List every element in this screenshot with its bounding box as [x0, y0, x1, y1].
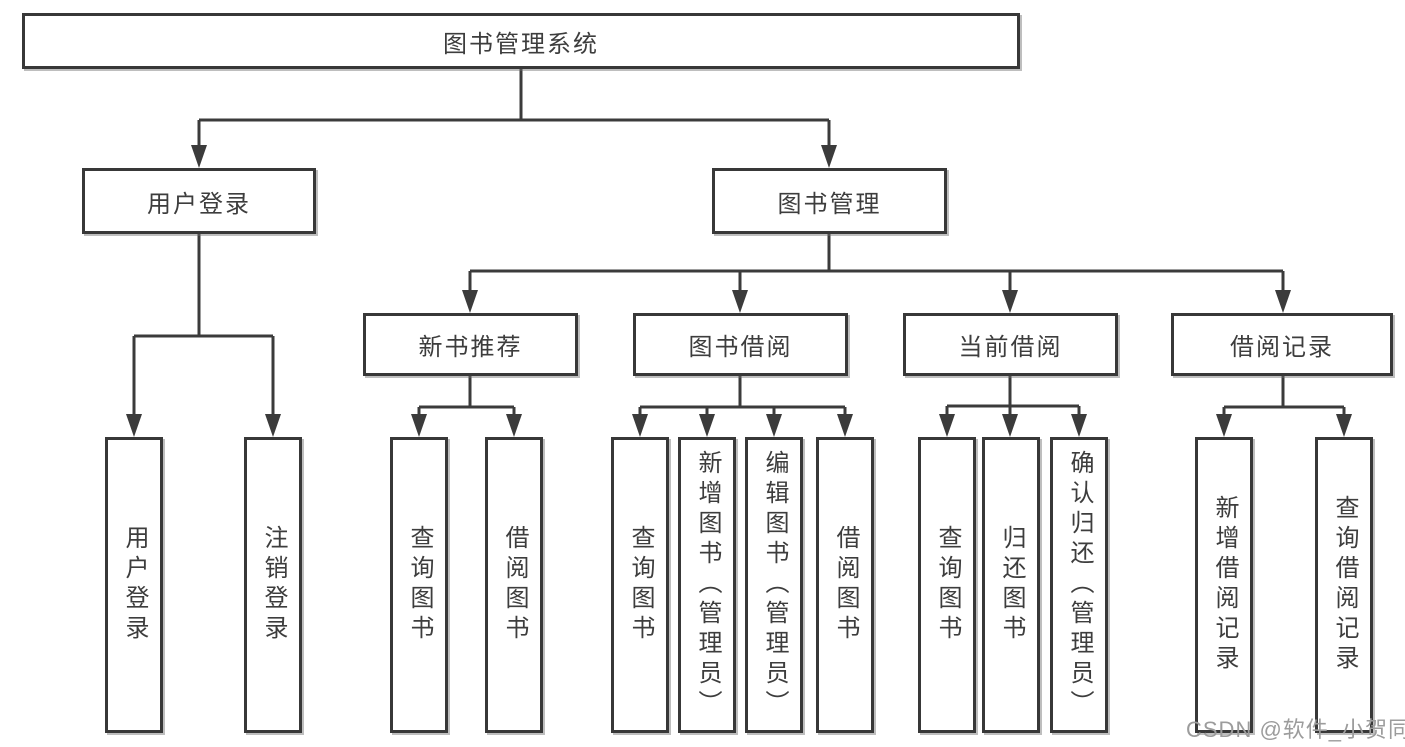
node-book-management: 图书管理: [712, 168, 947, 234]
node-root: 图书管理系统: [22, 13, 1020, 69]
arrowheads: [126, 145, 1352, 437]
leaf-borrow-books-recommend: 借阅图书: [485, 437, 543, 733]
leaf-query-books-borrow: 查询图书: [611, 437, 669, 733]
leaf-user-login: 用户登录: [105, 437, 163, 733]
node-borrow-records: 借阅记录: [1171, 313, 1393, 376]
leaf-add-book-admin: 新增图书（管理员）: [678, 437, 736, 733]
leaf-borrow-books: 借阅图书: [816, 437, 874, 733]
node-new-book-recommend: 新书推荐: [363, 313, 578, 376]
leaf-return-book: 归还图书: [982, 437, 1040, 733]
leaf-confirm-return-admin: 确认归还（管理员）: [1050, 437, 1108, 733]
leaf-query-books-current: 查询图书: [918, 437, 976, 733]
leaf-query-books-recommend: 查询图书: [390, 437, 448, 733]
watermark: CSDN @软件_小贺同学: [1186, 717, 1405, 742]
leaf-logout: 注销登录: [244, 437, 302, 733]
leaf-edit-book-admin: 编辑图书（管理员）: [745, 437, 803, 733]
node-user-login: 用户登录: [82, 168, 316, 234]
leaf-query-borrow-record: 查询借阅记录: [1315, 437, 1373, 733]
node-current-borrow: 当前借阅: [903, 313, 1118, 376]
node-book-borrow: 图书借阅: [633, 313, 848, 376]
leaf-add-borrow-record: 新增借阅记录: [1195, 437, 1253, 733]
